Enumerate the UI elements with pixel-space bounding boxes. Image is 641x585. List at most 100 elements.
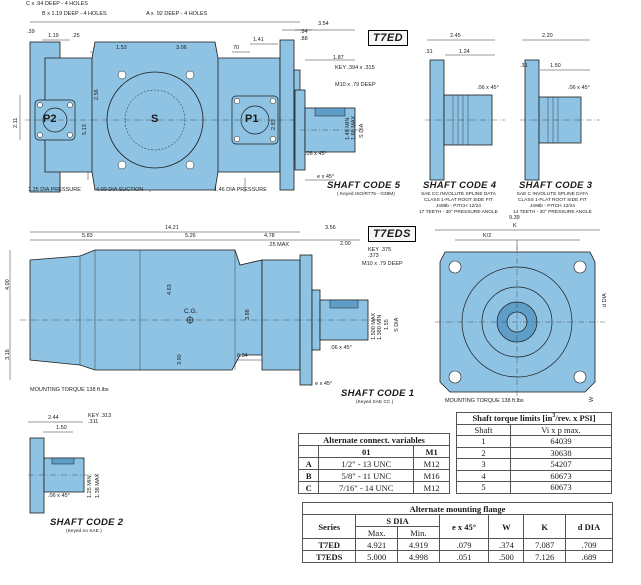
alt-connect-cell: 1/2" - 13 UNC (318, 457, 415, 470)
side-sdia: S DIA (394, 317, 400, 332)
side-dim-4-63: 4.63 (167, 284, 173, 295)
table-row: C 7/16" - 14 UNC M12 (297, 481, 450, 494)
torque-title-pre: Shaft torque limits [in (472, 413, 553, 424)
dim-70: 70 (233, 45, 240, 51)
mount-cell: T7EDS (301, 550, 357, 563)
shaft-4-note-4: 17 TEETH - 30° PRESSURE ANGLE (419, 209, 498, 215)
dim-2-56: 2.56 (94, 89, 100, 100)
side-dim-3-88: 3.88 (245, 309, 251, 320)
port-p2: P2 (43, 113, 57, 125)
shaft-3-title: SHAFT CODE 3 (519, 180, 593, 191)
shaft-4-note: SAE CC INVOLUTE SPLINE DATA CLASS 1-FLAT… (419, 192, 498, 216)
shaft-4-note-3: J498b - PITCH 12/24 (435, 203, 481, 209)
dim-1-87: 1.87 (333, 55, 344, 61)
dim-25: .25 (72, 33, 80, 39)
mount-flange-title: Alternate mounting flange (302, 502, 613, 515)
mount-cell: 7.126 (523, 550, 567, 563)
mount-cell: .051 (438, 550, 490, 563)
end-dim-w: W (589, 396, 595, 402)
table-row: B 5/8" - 11 UNC M16 (297, 469, 450, 482)
alt-connect-cell: 5/8" - 11 UNC (318, 469, 415, 482)
mount-h-series: Series (301, 514, 357, 539)
end-dim-d-dia: d DIA (602, 293, 608, 307)
shaft-2-title: SHAFT CODE 2 (50, 517, 124, 528)
torque-cell: 60673 (510, 469, 612, 482)
mount-cell: .689 (565, 550, 613, 563)
dim-2-11: 2.11 (13, 117, 19, 128)
side-dim-5-83: 5.83 (82, 233, 93, 239)
side-dim-1-55: 1.55 (384, 319, 390, 330)
shaft4-dim-2-45: 2.45 (450, 33, 461, 39)
shaft-2-drawing (28, 421, 98, 514)
mount-flange-table: Alternate mounting flange Series S DIA e… (301, 502, 613, 563)
mount-h-max: Max. (355, 526, 399, 539)
shaft2-dim-2-44: 2.44 (48, 415, 59, 421)
dim-1-19: 1.19 (48, 33, 59, 39)
side-view-drawing (9, 231, 380, 386)
mount-cell: .079 (438, 538, 490, 551)
dim-1-41: 1.41 (253, 37, 264, 43)
torque-title-sup: 3 (552, 413, 556, 420)
end-dim-9-39: 9.39 (509, 215, 520, 221)
side-thread: M10 x .79 DEEP (362, 261, 403, 267)
end-torque: MOUNTING TORQUE 138 ft.lbs (445, 398, 524, 404)
dia-s-label: 4.00 DIA SUCTION (96, 187, 144, 193)
end-view-drawing (435, 229, 605, 400)
dim-3-06: 3.06 (176, 45, 187, 51)
shaft-2-view: 2.44 1.50 KEY .313 .311 .06 x 45° 1.25 M… (28, 408, 138, 518)
alt-connect-col-0 (297, 445, 320, 458)
hole-a-label: A x .92 DEEP - 4 HOLES (146, 11, 208, 17)
side-chamfer: .06 x 45° (330, 345, 352, 351)
shaft4-dim-31: .31 (425, 49, 433, 55)
shaft2-dim-1-50: 1.50 (56, 425, 67, 431)
shaft-3-note-4: 14 TEETH - 30° PRESSURE ANGLE (513, 209, 592, 215)
mount-cell: .500 (488, 550, 525, 563)
shaft2-dim-a: 1.25 MIN. (87, 474, 93, 498)
mount-cell: T7ED (301, 538, 357, 551)
torque-cell: 1 (455, 435, 512, 448)
side-dim-6-34: 6.34 (237, 353, 248, 359)
shaft-5-view: 3.54 .94 .88 1.87 KEY .394 x .315 M10 x … (294, 20, 425, 205)
t7ed-label: T7ED (368, 30, 409, 46)
shaft-2-note: (Keyed no SAE ) (66, 529, 102, 534)
torque-cell: 2 (455, 446, 512, 459)
shaft-4-title: SHAFT CODE 4 (423, 180, 497, 191)
alt-connect-cell: C (297, 481, 320, 494)
alt-connect-cell: B (297, 469, 320, 482)
mount-h-sdia: S DIA (355, 514, 440, 527)
shaft-1-note: (Keyed SAE CC ) (356, 400, 394, 405)
shaft-5-note: ( Keyed ISO/R775 - G38M) (337, 192, 395, 197)
mount-h-k: K (523, 514, 567, 539)
torque-limits-title: Shaft torque limits [in3/rev. x PSI] (456, 412, 612, 425)
side-dim-5-26: 5.26 (185, 233, 196, 239)
shaft4-chamfer: .06 x 45° (477, 85, 499, 91)
shaft3-dim-2-20: 2.20 (542, 33, 553, 39)
mount-h-e: e x 45° (438, 514, 490, 539)
end-view: K K/2 9.39 d DIA W MOUNTING TORQUE 138 f… (425, 215, 625, 412)
torque-col-shaft: Shaft (455, 423, 512, 436)
mount-cell: 7.087 (523, 538, 567, 551)
hole-c-label: C x .94 DEEP - 4 HOLES (26, 1, 88, 7)
dia-p1-label: 1.46 DIA PRESSURE (214, 187, 267, 193)
alt-connect-cell: M12 (413, 481, 450, 494)
shaft-4-view: 2.45 .31 1.24 .06 x 45° (425, 30, 515, 181)
shaft-4-drawing (425, 39, 505, 181)
shaft-3-view: 2.20 .31 1.50 .06 x 45° (520, 30, 610, 181)
shaft5-thread: M10 x .79 DEEP (335, 82, 376, 88)
shaft5-chamfer: .06 x 45° (305, 151, 327, 157)
shaft3-chamfer: .06 x 45° (568, 85, 590, 91)
end-dim-k2: K/2 (483, 233, 492, 239)
shaft2-dim-b: 1.38 MAX (95, 473, 101, 498)
dim-5-13: 5.13 (82, 124, 88, 135)
mount-h-w: W (488, 514, 525, 539)
shaft-5-title: SHAFT CODE 5 (327, 180, 401, 191)
side-dim-14-21: 14.21 (165, 225, 179, 231)
end-dim-k: K (513, 223, 517, 229)
torque-cell: 30638 (510, 446, 612, 459)
top-view: C x .94 DEEP - 4 HOLES B x 1.19 DEEP - 4… (0, 0, 312, 200)
t7eds-label: T7EDS (368, 226, 416, 242)
shaft2-key: KEY .313 .311 (88, 413, 112, 425)
alt-connect-cell: 7/16" - 14 UNC (318, 481, 415, 494)
